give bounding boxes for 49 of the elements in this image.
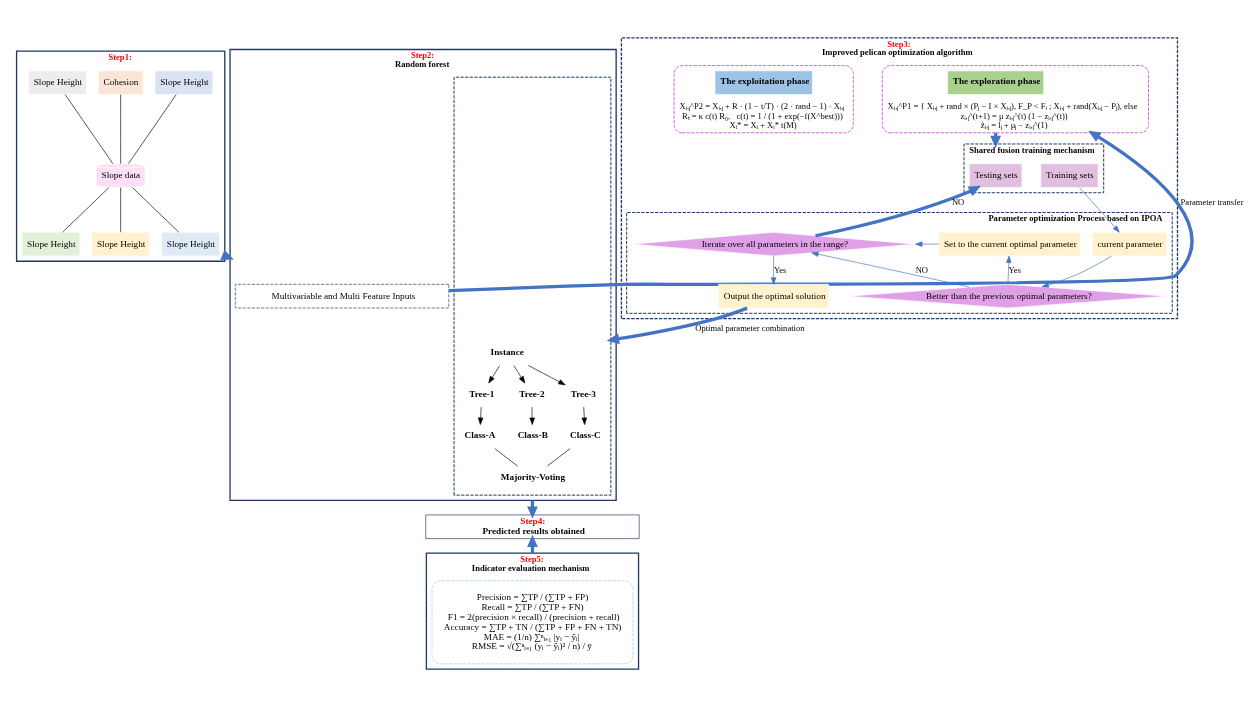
node-text: Tree-3 [570, 388, 596, 399]
arrow [770, 255, 777, 285]
arrow [513, 365, 526, 384]
edge-label: Yes [1008, 265, 1021, 276]
arrow [606, 306, 748, 345]
node-text: Class-C [570, 430, 601, 441]
arrow [529, 406, 535, 425]
edge-label: Parameter transfer [1180, 196, 1244, 207]
edge-label: NO [915, 265, 929, 276]
node-box: Slope Height [28, 70, 87, 95]
node-box: Cohesion [97, 70, 144, 95]
node-text: Class-B [517, 430, 548, 441]
node-box: The exploitation phase [714, 70, 813, 95]
node-box: Step4: Predicted results obtained [425, 514, 640, 539]
node-text: Tree-2 [519, 388, 545, 399]
node-text: Majority-Voting [500, 471, 566, 482]
edge-label: Optimal parameter combination [695, 322, 805, 333]
arrow [478, 406, 484, 425]
node-box: Slope Height [91, 231, 150, 257]
arrow [815, 185, 981, 238]
node-box: Precision = ∑TP / (∑TP + FP) Recall = ∑TP / (∑TP + FN) F1 = 2(precision × recall) / (precision + recall) Accuracy = ∑TP + TN / (∑TP + FP + FN + TN) MAE = (1/n) ∑ⁿᵢ₌₁ |yᵢ − ŷᵢ| RMSE = √(∑ⁿᵢ₌₁ (yᵢ − ŷᵢ)² / n) / ȳ [431, 580, 634, 665]
connector [64, 94, 114, 164]
connector [62, 187, 110, 233]
node-box: Slope Height [154, 70, 214, 95]
node-box: Slope Height [161, 231, 220, 257]
arrow [581, 406, 587, 425]
node-box: Testing sets [968, 163, 1023, 188]
cluster [453, 76, 612, 496]
node-box: Slope Height [21, 231, 81, 257]
arrow [915, 241, 939, 247]
arrow [1041, 255, 1113, 288]
arrow [488, 365, 500, 384]
arrow [811, 251, 970, 288]
arrow [527, 365, 566, 386]
node-box: current parameter [1091, 231, 1167, 257]
node-text: Instance [490, 347, 524, 358]
edge-label: NO [951, 196, 965, 207]
node-text: Class-A [464, 430, 496, 441]
node-text: Tree-1 [469, 388, 495, 399]
connector [132, 187, 180, 233]
node-box: Set to the current optimal parameter [938, 231, 1081, 257]
connector [128, 94, 177, 164]
node-box: Multivariable and Multi Feature Inputs [235, 284, 450, 309]
arrow [1006, 255, 1012, 285]
node-box: The exploration phase [947, 70, 1045, 95]
node-box: Training sets [1040, 163, 1099, 188]
node-box: Output the optimal solution [718, 284, 829, 309]
edge-label: Yes [773, 265, 787, 276]
arrow [1079, 187, 1120, 233]
